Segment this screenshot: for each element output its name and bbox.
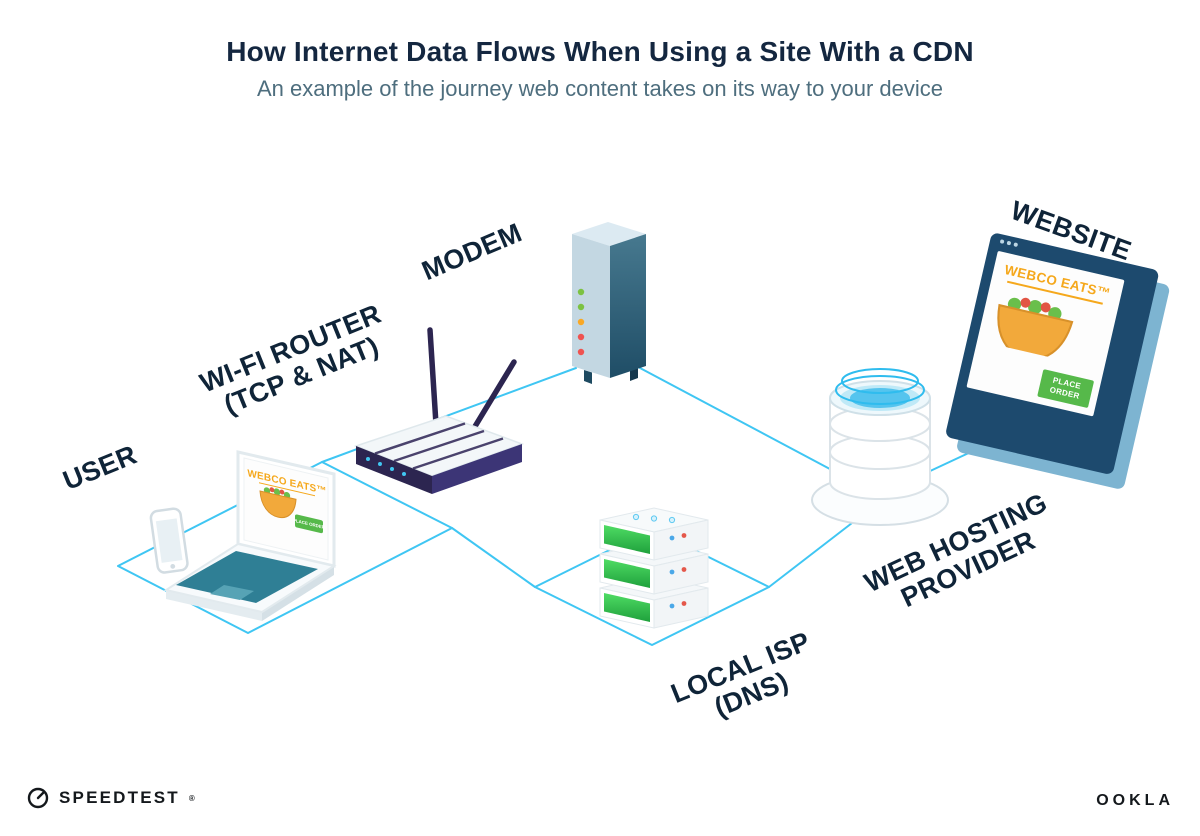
page-subtitle: An example of the journey web content ta… (256, 76, 944, 101)
browser-title-bar (999, 239, 1021, 252)
speedtest-gauge-icon (27, 787, 49, 809)
user-to-isp-line (451, 527, 536, 588)
laptop-screen-cta-button (295, 514, 323, 534)
isp-to-hosting-line (768, 522, 853, 588)
modem-illustration (572, 222, 646, 384)
server-top-dots (632, 513, 676, 524)
isp-server-illustration (599, 507, 709, 629)
speedtest-wordmark: SPEEDTEST (59, 788, 180, 807)
window-dot-icon (1006, 240, 1012, 246)
modem-status-leds (577, 288, 585, 356)
laptop-screen-taco (259, 487, 297, 519)
router-indicator-dots (366, 457, 406, 476)
ookla-wordmark: OOKLA (1096, 792, 1174, 809)
hosting-to-website-line (927, 443, 989, 473)
user-device-illustration: WEBCO EATS™ PLACE ORDER (149, 450, 337, 621)
router-illustration (353, 327, 525, 494)
speedtest-trademark: ® (188, 793, 195, 803)
phone-illustration (149, 507, 189, 574)
laptop-trackpad (210, 585, 254, 600)
browser-viewport: WEBCO EATS™ PLACE ORDER (966, 250, 1125, 417)
ookla-logo: OOKLA (1096, 792, 1174, 810)
speedtest-logo: SPEEDTEST ® (26, 786, 195, 810)
page-title: How Internet Data Flows When Using a Sit… (226, 36, 974, 67)
laptop-keyboard (176, 551, 318, 603)
place-order-button: PLACE ORDER (1037, 369, 1095, 409)
website-taco-image (984, 286, 1082, 367)
window-dot-icon (1013, 242, 1019, 248)
website-browser-window: WEBCO EATS™ PLACE ORDER (944, 232, 1160, 476)
window-dot-icon (999, 239, 1005, 244)
web-hosting-illustration (811, 368, 949, 526)
